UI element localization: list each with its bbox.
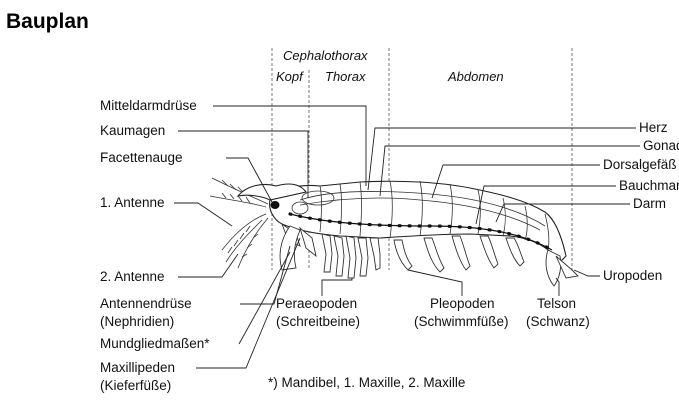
page-title: Bauplan	[6, 10, 89, 33]
label-mundgliedmassen: Mundgliedmaßen*	[100, 336, 210, 351]
label-dorsalgefaess: Dorsalgefäß	[603, 157, 677, 172]
label-bauchmark: Bauchmark	[619, 178, 679, 193]
label-antennendruese: Antennendrüse	[100, 296, 192, 311]
antenna-2-drawing	[221, 213, 269, 269]
footnote: *) Mandibel, 1. Maxille, 2. Maxille	[268, 375, 465, 390]
label-uropoden: Uropoden	[603, 268, 662, 283]
label-schwimmfuesse: (Schwimmfüße)	[414, 314, 509, 329]
label-telson: Telson	[537, 296, 576, 311]
region-kopf: Kopf	[276, 69, 304, 84]
leader-lines	[174, 105, 640, 369]
label-maxillipeden: Maxillipeden	[100, 360, 175, 375]
ventral-nerve-cord	[288, 212, 554, 252]
label-antenne-1: 1. Antenne	[100, 195, 165, 210]
label-schreitbeine: (Schreitbeine)	[276, 314, 360, 329]
amphipod-illustration	[209, 177, 579, 287]
label-mitteldarmdruese: Mitteldarmdrüse	[100, 98, 197, 113]
label-pleopoden: Pleopoden	[430, 296, 495, 311]
region-cephalothorax: Cephalothorax	[283, 48, 368, 63]
peraeopod-drawings	[321, 233, 381, 279]
label-antenne-2: 2. Antenne	[100, 269, 165, 284]
label-herz: Herz	[639, 120, 668, 135]
region-abdomen: Abdomen	[447, 69, 504, 84]
label-gonade: Gonade	[643, 138, 679, 153]
label-darm: Darm	[633, 196, 666, 211]
label-kieferfuesse: (Kieferfüße)	[100, 378, 171, 393]
region-thorax: Thorax	[325, 69, 366, 84]
label-nephridien: (Nephridien)	[100, 314, 174, 329]
label-peraeopoden: Peraeopoden	[276, 296, 357, 311]
label-schwanz: (Schwanz)	[526, 314, 590, 329]
label-facettenauge: Facettenauge	[100, 150, 183, 165]
pleopod-drawings	[393, 235, 525, 273]
label-kaumagen: Kaumagen	[100, 123, 165, 138]
